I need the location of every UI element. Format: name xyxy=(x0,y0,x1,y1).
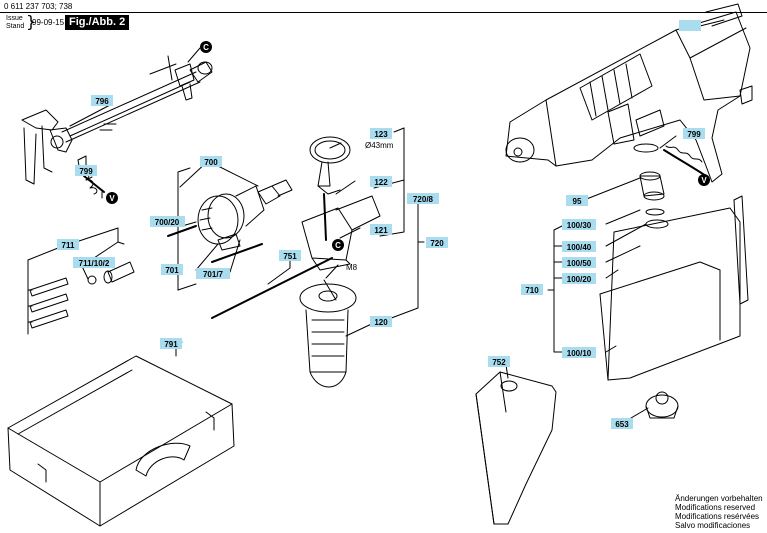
part-label-799-left: 799 xyxy=(79,167,93,176)
part-label-711: 711 xyxy=(62,241,75,250)
callout-c-handle-label: C xyxy=(335,241,341,250)
part-label-710: 710 xyxy=(525,286,539,295)
part-label-752: 752 xyxy=(492,358,506,367)
part-label-100-10: 100/10 xyxy=(567,349,592,358)
chuck-assembly-drawing xyxy=(167,179,293,263)
dust-box-drawing xyxy=(599,195,749,381)
part-label-100-20: 100/20 xyxy=(567,275,592,284)
diameter-annotation: Ø43mm xyxy=(365,141,394,150)
part-label-653: 653 xyxy=(615,420,629,429)
part-label-720: 720 xyxy=(430,239,444,248)
part-label-100-50: 100/50 xyxy=(567,259,592,268)
part-label-123: 123 xyxy=(374,130,388,139)
part-label-121: 121 xyxy=(374,226,388,235)
stand-label: Stand xyxy=(6,23,25,30)
callout-v-right-label: V xyxy=(701,176,707,185)
issue-label: Issue xyxy=(6,15,23,22)
callout-v-left: V xyxy=(106,192,118,204)
part-label-100-40: 100/40 xyxy=(567,243,592,252)
part-label-122: 122 xyxy=(374,178,388,187)
part-label-796: 796 xyxy=(95,97,109,106)
callout-c-handle: C xyxy=(332,239,344,251)
bit-set-drawing xyxy=(29,261,135,329)
small-parts-right-drawing xyxy=(633,143,707,229)
notice-line-de: Änderungen vorbehalten xyxy=(675,494,763,503)
part-label-751: 751 xyxy=(283,252,297,261)
rotary-hammer-drawing xyxy=(505,3,753,183)
carrying-case-drawing xyxy=(7,355,235,527)
callout-v-left-label: V xyxy=(109,194,115,203)
document-number: 0 611 237 703; 738 xyxy=(4,2,73,11)
figure-label: Fig./Abb. 2 xyxy=(65,15,130,30)
knob-drawing xyxy=(645,391,679,419)
part-number-texts: 796 799 700 700/20 701 701/7 711 711/10/… xyxy=(62,97,702,429)
notice-line-fr: Modifications resérvées xyxy=(675,512,760,521)
part-label-boxes xyxy=(57,20,705,429)
modification-notice: Änderungen vorbehalten Modifications res… xyxy=(675,494,763,530)
part-label-701-7: 701/7 xyxy=(203,270,224,279)
auxiliary-handle-drawing xyxy=(211,136,381,388)
group-brackets xyxy=(27,127,563,357)
depth-stop-assembly-drawing xyxy=(21,55,213,195)
callout-c-top-label: C xyxy=(203,43,209,52)
issue-date: 99-09-15 xyxy=(32,18,65,27)
callout-v-right: V xyxy=(698,174,710,186)
part-label-799-right: 799 xyxy=(687,130,701,139)
header-rule xyxy=(0,12,767,13)
notice-line-es: Salvo modificaciones xyxy=(675,521,751,530)
part-label-120: 120 xyxy=(374,318,388,327)
brace-glyph: } xyxy=(26,12,37,31)
part-label-701: 701 xyxy=(165,266,179,275)
callout-c-top: C xyxy=(200,41,212,53)
part-label-100-30: 100/30 xyxy=(567,221,592,230)
part-label-711-10-2: 711/10/2 xyxy=(79,259,110,268)
part-label-791: 791 xyxy=(164,340,178,349)
part-label-95: 95 xyxy=(573,197,582,206)
m8-annotation: M8 xyxy=(346,263,358,272)
dust-bag-drawing xyxy=(475,371,557,525)
part-label-720-8: 720/8 xyxy=(413,195,434,204)
notice-line-en: Modifications reserved xyxy=(675,503,756,512)
issue-stand-label: Issue Stand xyxy=(6,15,24,31)
part-label-700-20: 700/20 xyxy=(155,218,180,227)
part-label-700: 700 xyxy=(204,158,218,167)
